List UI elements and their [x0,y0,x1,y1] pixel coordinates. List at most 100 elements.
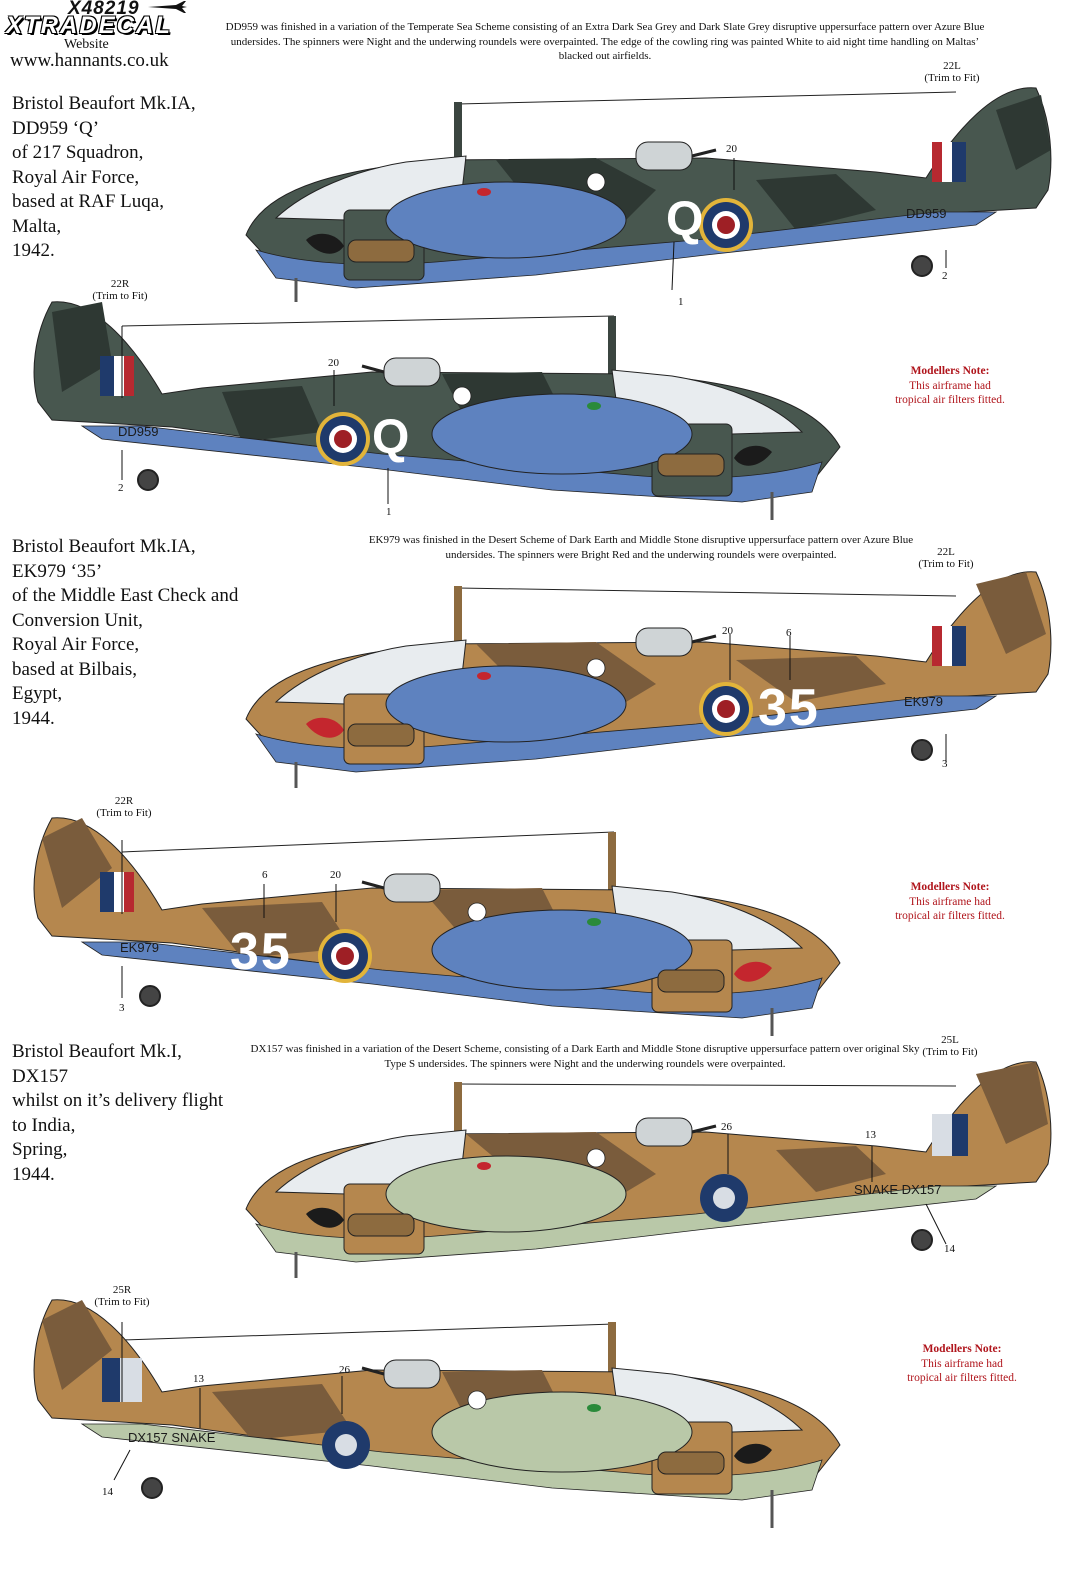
nose-spinner [306,233,344,254]
aerial-wire [457,91,957,105]
decal-callout-fin: 22L (Trim to Fit) [916,60,988,84]
decal-callout: 6 [786,627,792,639]
product-code: X48219 [68,0,140,19]
wing-root-fairing [385,181,627,259]
decal-trim-note: (Trim to Fit) [924,72,980,84]
decal-callout: 6 [262,869,268,881]
fuselage-window [586,658,606,678]
fin-flash [932,142,966,182]
aircraft-title: Bristol Beaufort Mk.IA, DD959 ‘Q’ of 217… [12,93,196,261]
wing-root-fairing [431,909,693,991]
fuselage-window [467,902,487,922]
camo-pattern [476,572,1046,714]
decal-callout-fin: 22R (Trim to Fit) [84,278,156,302]
decal-callout-number: 25L [941,1034,959,1046]
decal-callout: 20 [330,869,341,881]
note-line: tropical air filters fitted. [895,910,1005,922]
note-line: This airframe had [909,379,991,392]
decal-callout-number: 22L [943,60,961,72]
scheme-description: DX157 was finished in a variation of the… [250,1043,920,1070]
fuselage-window [586,1148,606,1168]
aircraft-title: Bristol Beaufort Mk.I, DX157 whilst on i… [12,1041,224,1185]
dorsal-fin-roundel-stripe-green [587,918,601,926]
camo-pattern [52,302,562,442]
decal-callout: 26 [339,1364,350,1376]
exhaust-collector [347,723,415,747]
decal-callout: 14 [102,1486,113,1498]
fin-flash [932,626,966,666]
decal-callout: 26 [721,1121,732,1133]
turret [635,141,693,171]
wing-root-fairing [431,393,693,475]
decal-callout: 20 [726,143,737,155]
exhaust-collector [347,239,415,263]
decal-trim-note: (Trim to Fit) [922,1046,978,1058]
camo-pattern [42,818,562,958]
camo-pattern [496,95,1051,230]
aircraft-profile-right-dd959 [33,301,841,520]
decal-callout: 13 [193,1373,204,1385]
tail-wheel [911,255,933,277]
exhaust-collector [657,1451,725,1475]
tail-wheel [139,985,161,1007]
wing-root-fairing [385,1155,627,1233]
fuselage-code-number: 35 [758,679,820,737]
modellers-note: Modellers Note: This airframe had tropic… [880,880,1020,924]
fuselage-roundel [700,1174,748,1222]
nose-spinner [306,717,344,738]
turret [635,1117,693,1147]
decal-trim-note: (Trim to Fit) [96,807,152,819]
scheme-description: DD959 was finished in a variation of the… [225,21,985,62]
nose-spinner [734,1443,772,1464]
decal-callout-number: 25R [112,1284,132,1296]
decal-trim-note: (Trim to Fit) [94,1296,150,1308]
nose-spinner [734,445,772,466]
turret [635,627,693,657]
fuselage-roundel [316,412,370,466]
dorsal-fin-roundel-stripe-red [477,188,491,196]
aircraft-serial: DD959 [906,206,947,221]
decal-trim-note: (Trim to Fit) [92,290,148,302]
turret-guns [361,364,385,374]
turret [383,357,441,387]
decal-callout-fin: 22L (Trim to Fit) [910,546,982,570]
decal-callout-fin: 22R (Trim to Fit) [88,795,160,819]
note-line: This airframe had [921,1357,1003,1370]
nose-spinner [734,961,772,982]
decal-callout-number: 22L [937,546,955,558]
aerial-wire [121,831,615,853]
tail-wheel [141,1477,163,1499]
fin-flash [100,872,134,912]
decal-callout-fin: 25R (Trim to Fit) [86,1284,158,1308]
decal-callout-number: 22R [110,278,130,290]
note-heading: Modellers Note: [910,365,990,377]
fuselage-window [452,386,472,406]
decal-callout: 2 [942,270,948,282]
website-link[interactable]: www.hannants.co.uk [10,50,169,71]
turret [383,1359,441,1389]
fuselage-roundel [699,682,753,736]
note-heading: Modellers Note: [922,1343,1002,1355]
turret [383,873,441,903]
aircraft-serial: DX157 SNAKE [128,1430,216,1445]
turret-guns [691,148,717,158]
decal-callout: 20 [722,625,733,637]
modellers-note: Modellers Note: This airframe had tropic… [892,1342,1032,1386]
decal-trim-note: (Trim to Fit) [918,558,974,570]
turret-guns [691,1124,717,1134]
decal-callout: 20 [328,357,339,369]
decal-callout: 2 [118,482,124,494]
decal-callout-number: 22R [114,795,134,807]
camo-pattern [42,1300,562,1440]
aircraft-serial: EK979 [120,940,160,955]
wing-root-fairing [431,1391,693,1473]
camo-pattern [466,1062,1048,1204]
wing-root-fairing [385,665,627,743]
aircraft-profile-left-dx157 [245,1061,1052,1278]
fin-flash [932,1114,968,1156]
fuselage-window [467,1390,487,1410]
dorsal-fin-roundel-stripe-red [477,672,491,680]
decal-callout-fin: 25L (Trim to Fit) [914,1034,986,1058]
fuselage-roundel [699,198,753,252]
note-line: tropical air filters fitted. [895,394,1005,406]
